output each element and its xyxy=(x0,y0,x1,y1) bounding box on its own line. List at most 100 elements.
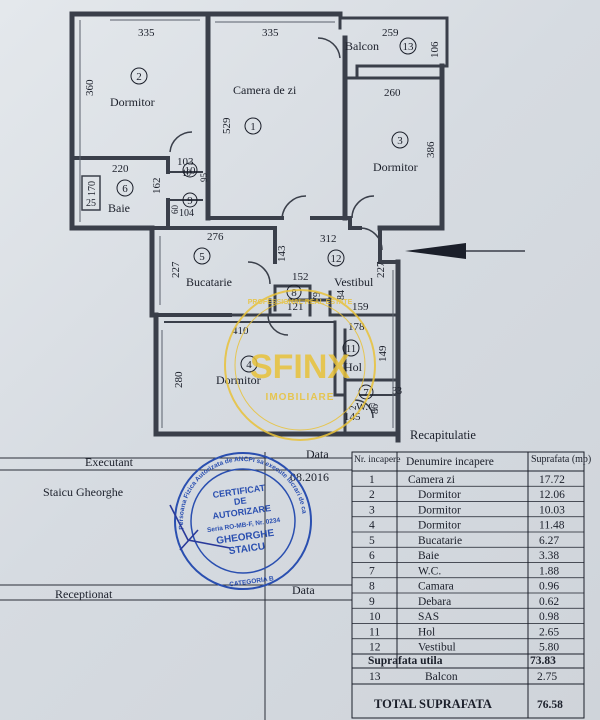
dimension: 259 xyxy=(382,27,399,39)
room-name: Balcon xyxy=(345,39,379,53)
useful-label: Suprafata utila xyxy=(368,655,443,667)
dimension: 227 xyxy=(170,261,182,278)
dimension: 95 xyxy=(199,173,209,183)
dimension: 86 xyxy=(370,404,381,414)
watermark-sub: IMOBILIARE xyxy=(266,392,335,403)
data-label: Data xyxy=(306,447,329,461)
room-number: 10 xyxy=(185,165,197,177)
table-cell-area: 11.48 xyxy=(539,520,565,532)
dimension: 335 xyxy=(138,27,155,39)
room-number: 4 xyxy=(246,359,252,371)
table-cell-name: Baie xyxy=(418,550,439,562)
dimension: 220 xyxy=(112,163,129,175)
dimension: 143 xyxy=(276,245,288,262)
table-cell-name: Hol xyxy=(418,626,435,638)
table-cell-area: 17.72 xyxy=(539,474,565,486)
room-name: Camera de zi xyxy=(233,83,297,97)
windows xyxy=(79,19,394,428)
stamp-category: CATEGORIA B xyxy=(229,575,275,588)
table-cell-name: Vestibul xyxy=(418,642,456,654)
total-value: 76.58 xyxy=(537,699,563,711)
room-number: 9 xyxy=(187,195,193,207)
stamp-line: DE xyxy=(233,495,247,507)
table-cell-nr: 5 xyxy=(369,535,375,547)
header-area: Suprafata (mp) xyxy=(531,454,591,465)
date-value: 08.2016 xyxy=(290,470,329,484)
receptionat-label: Receptionat xyxy=(55,587,113,601)
header-name: Denumire incapere xyxy=(406,456,494,468)
watermark-brand: SFINX xyxy=(250,348,350,386)
signature-scribble xyxy=(169,504,231,551)
dimension: 121 xyxy=(287,301,304,313)
table-cell-name: Debara xyxy=(418,596,451,608)
executant-label: Executant xyxy=(85,455,134,469)
watermark-ring: PROFESSIONAL REAL ESTATE xyxy=(248,299,353,306)
door-swings xyxy=(81,37,383,419)
table-cell-nr: 2 xyxy=(369,489,375,501)
dimension: 260 xyxy=(384,87,401,99)
dimension: 386 xyxy=(425,141,437,158)
table-cell-name: W.C. xyxy=(418,565,441,577)
table-cell-nr: 12 xyxy=(369,642,381,654)
room-number: 8 xyxy=(291,287,297,299)
dimension: 2 xyxy=(348,406,358,411)
stamp-line: STAICU xyxy=(228,541,266,557)
table-cell-area: 3.38 xyxy=(539,550,559,562)
room-numbers: 2 1 3 13 5 6 9 10 8 12 11 7 4 xyxy=(122,41,414,399)
dimension: 103 xyxy=(177,156,194,168)
room-number: 12 xyxy=(331,253,342,265)
dimension: 79 xyxy=(312,292,323,302)
table-cell-area: 0.62 xyxy=(539,596,559,608)
useful-value: 73.83 xyxy=(530,655,556,667)
table-cell-name: Bucatarie xyxy=(418,535,462,547)
dimension: 410 xyxy=(232,325,249,337)
room-name: W.C. xyxy=(356,401,378,413)
room-number: 11 xyxy=(346,343,357,355)
dimension: 60 xyxy=(170,205,180,215)
room-name: Hol xyxy=(344,360,363,374)
room-number: 13 xyxy=(403,41,415,53)
room-name: Bucatarie xyxy=(186,275,232,289)
table-cell-nr: 4 xyxy=(369,520,375,532)
dimension: 529 xyxy=(221,117,233,134)
dimension: 10 xyxy=(182,168,192,178)
dimension: 335 xyxy=(262,27,279,39)
table-cell-area: 0.96 xyxy=(539,581,559,593)
room-names: Dormitor Camera de zi Dormitor Balcon Bu… xyxy=(108,39,418,413)
room-number: 3 xyxy=(397,135,403,147)
balcony-area: 2.75 xyxy=(537,671,557,683)
table-cell-name: Dormitor xyxy=(418,489,461,501)
table-cell-area: 2.65 xyxy=(539,626,559,638)
table-cell-name: Dormitor xyxy=(418,520,461,532)
room-name: Baie xyxy=(108,201,130,215)
room-name: Dormitor xyxy=(110,95,155,109)
dimension: 178 xyxy=(348,321,365,333)
dimension: 159 xyxy=(352,301,369,313)
room-number: 7 xyxy=(363,387,369,399)
table-cell-nr: 11 xyxy=(369,626,380,638)
room-number: 1 xyxy=(250,121,256,133)
entrance-arrow-icon xyxy=(405,243,525,259)
dimension: 280 xyxy=(173,371,185,388)
dimension: 25 xyxy=(86,198,96,209)
table-cell-nr: 6 xyxy=(369,550,375,562)
table-cell-name: Dormitor xyxy=(418,504,461,516)
dimension: 227 xyxy=(375,261,387,278)
dimension-labels: 335 335 259 106 360 529 260 386 220 103 … xyxy=(84,27,441,423)
table-cell-nr: 10 xyxy=(369,611,381,623)
table-cell-nr: 7 xyxy=(369,565,375,577)
balcony-name: Balcon xyxy=(425,671,458,683)
dimension: 104 xyxy=(179,208,194,219)
room-number-circles xyxy=(116,37,417,400)
room-name: Dormitor xyxy=(373,160,418,174)
table-cell-area: 6.27 xyxy=(539,535,559,547)
table-cell-nr: 9 xyxy=(369,596,375,608)
dimension: 360 xyxy=(84,79,96,96)
table-cell-area: 12.06 xyxy=(539,489,565,501)
data-label-2: Data xyxy=(292,583,315,597)
table-cell-area: 5.80 xyxy=(539,642,559,654)
recap-table: Nr. incapere Denumire incapere Suprafata… xyxy=(351,451,591,719)
room-name: Vestibul xyxy=(334,275,374,289)
dimension: 149 xyxy=(377,345,389,362)
